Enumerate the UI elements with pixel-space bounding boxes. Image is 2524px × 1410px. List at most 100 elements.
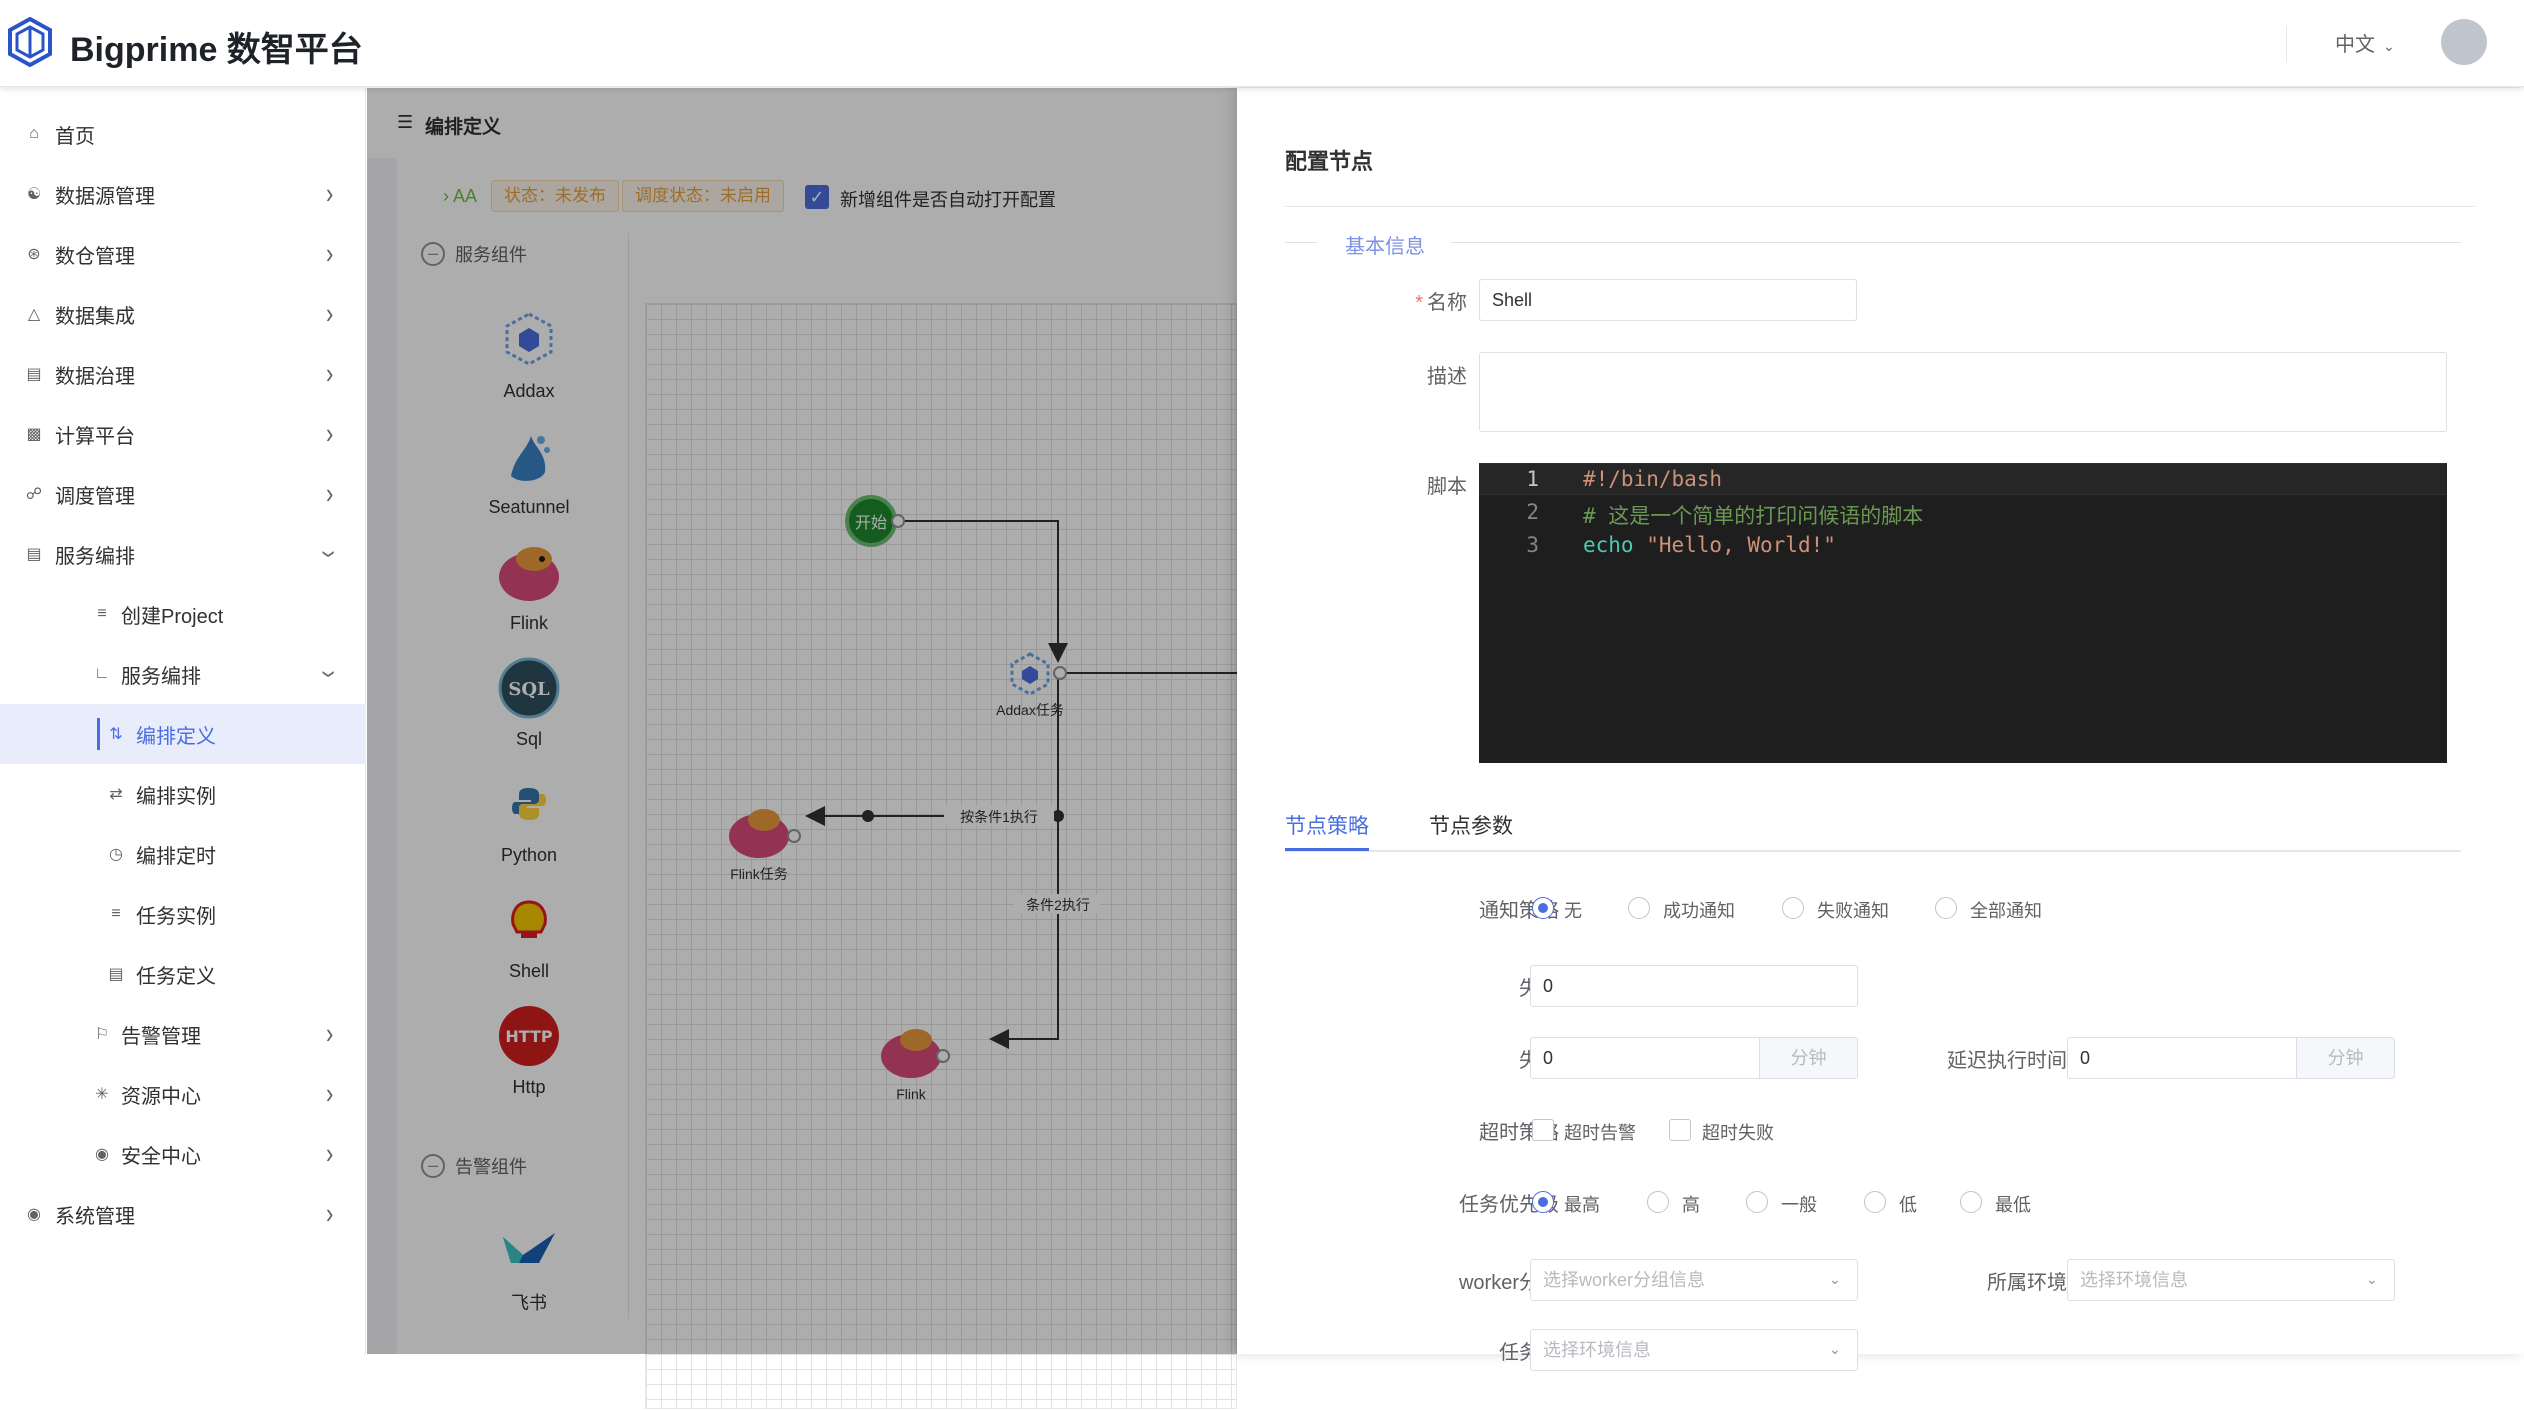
sidebar-item-warehouse[interactable]: ⊛ 数仓管理 › (0, 224, 366, 284)
sidebar-item-orchestration[interactable]: ▤ 服务编排 › (0, 524, 366, 584)
component-addax[interactable]: Addax (469, 305, 589, 415)
sidebar-item-orchestration-definition[interactable]: ⇅ 编排定义 (0, 704, 366, 764)
component-python[interactable]: Python (469, 769, 589, 879)
config-node-drawer: 配置节点 基本信息 *名称 Shell 描述 脚本 1 #!/bin/bash … (1237, 88, 2524, 1371)
sidebar-item-system[interactable]: ◉ 系统管理 › (0, 1184, 366, 1244)
sidebar-item-service-orchestration[interactable]: ∟ 服务编排 › (0, 644, 366, 704)
component-feishu[interactable]: 飞书 (469, 1213, 589, 1323)
sidebar-item-task-definition[interactable]: ▤ 任务定义 (0, 944, 366, 1004)
sidebar-item-label: 服务编排 (121, 665, 201, 688)
worker-group-select[interactable]: 选择worker分组信息 (1530, 1259, 1858, 1301)
addax-node[interactable]: Addax任务 (996, 652, 1067, 718)
sidebar-item-label: 编排实例 (136, 785, 216, 808)
delay-unit: 分钟 (2296, 1037, 2395, 1079)
priority-highest-radio[interactable] (1532, 1191, 1554, 1213)
notify-failure-radio[interactable] (1782, 897, 1804, 919)
flink-node[interactable]: Flink (881, 1029, 950, 1102)
priority-high-radio[interactable] (1647, 1191, 1669, 1213)
orchestration-icon: ▤ (26, 546, 42, 563)
sidebar-item-label: 创建Project (121, 605, 224, 628)
sidebar-item-label: 数仓管理 (55, 245, 135, 268)
sidebar-item-task-instance[interactable]: ≡ 任务实例 (0, 884, 366, 944)
sidebar-item-security[interactable]: ◉ 安全中心 › (0, 1124, 366, 1184)
sidebar-item-orchestration-timer[interactable]: ◷ 编排定时 (0, 824, 366, 884)
dag-graph: 开始 Addax任务 Flink任务 (729, 495, 1238, 1102)
delay-input[interactable]: 0 (2067, 1037, 2297, 1079)
radio-label: 失败通知 (1817, 901, 1889, 921)
timeout-fail-checkbox[interactable] (1669, 1119, 1691, 1141)
sidebar-item-label: 首页 (55, 125, 95, 148)
orchestration-canvas[interactable]: 开始 Addax任务 Flink任务 (645, 303, 1238, 1409)
priority-normal-radio[interactable] (1746, 1191, 1768, 1213)
project-name: AA (453, 186, 478, 206)
sidebar-item-orchestration-instance[interactable]: ⇄ 编排实例 (0, 764, 366, 824)
component-shell[interactable]: Shell (469, 885, 589, 995)
notify-none-radio[interactable] (1532, 897, 1554, 919)
priority-low-radio[interactable] (1864, 1191, 1886, 1213)
seatunnel-icon (511, 436, 550, 481)
name-input[interactable]: Shell (1479, 279, 1857, 321)
active-indicator (97, 718, 100, 750)
modal-overlay[interactable] (367, 88, 1237, 1354)
chevron-right-icon: › (326, 1137, 334, 1170)
sidebar-item-label: 数据源管理 (55, 185, 155, 208)
sql-icon: SQL (498, 657, 560, 719)
edge-label-condition1: 按条件1执行 (960, 809, 1038, 825)
addax-icon (505, 312, 553, 366)
sidebar-item-label: 服务编排 (55, 545, 135, 568)
component-flink[interactable]: Flink (469, 537, 589, 647)
environment-select[interactable]: 选择环境信息 (2067, 1259, 2395, 1301)
governance-icon: ▤ (26, 366, 42, 383)
schedule-status-tag: 调度状态：未启用 (622, 180, 784, 212)
language-switcher[interactable]: 中文⌄ (2335, 28, 2395, 57)
tab-node-params[interactable]: 节点参数 (1429, 815, 1513, 838)
chevron-down-icon: › (314, 550, 347, 558)
sidebar-item-schedule[interactable]: ☍ 调度管理 › (0, 464, 366, 524)
chevron-down-icon: ⌄ (2366, 1271, 2378, 1287)
auto-open-checkbox[interactable]: ✓ (805, 185, 829, 209)
notify-success-radio[interactable] (1628, 897, 1650, 919)
user-avatar[interactable] (2441, 19, 2487, 65)
sidebar-item-governance[interactable]: ▤ 数据治理 › (0, 344, 366, 404)
sidebar-item-compute[interactable]: ▩ 计算平台 › (0, 404, 366, 464)
script-editor[interactable]: 1 #!/bin/bash 2 # 这是一个简单的打印问候语的脚本 3 echo… (1479, 463, 2447, 763)
description-textarea[interactable] (1479, 352, 2447, 432)
sidebar-item-alert[interactable]: ⚐ 告警管理 › (0, 1004, 366, 1064)
flink-task-node[interactable]: Flink任务 (729, 809, 801, 882)
security-icon: ◉ (95, 1146, 109, 1163)
component-http[interactable]: HTTP Http (469, 1001, 589, 1111)
sidebar-item-label: 编排定义 (136, 725, 216, 748)
editor-line: 2 # 这是一个简单的打印问候语的脚本 (1526, 500, 1924, 528)
chevron-right-icon: › (326, 357, 334, 390)
sidebar-item-integration[interactable]: △ 数据集成 › (0, 284, 366, 344)
radio-label: 最高 (1564, 1195, 1600, 1215)
sidebar-item-home[interactable]: ⌂ 首页 (0, 104, 366, 164)
project-breadcrumb[interactable]: › AA (443, 186, 478, 206)
service-group-header[interactable]: – 服务组件 (421, 241, 527, 267)
sidebar-item-create-project[interactable]: ≡ 创建Project (0, 584, 366, 644)
sidebar-item-datasource[interactable]: ☯ 数据源管理 › (0, 164, 366, 224)
sidebar-item-label: 数据治理 (55, 365, 135, 388)
task-group-select[interactable]: 选择环境信息 (1530, 1329, 1858, 1371)
chevron-down-icon: › (314, 670, 347, 678)
retry-count-input[interactable]: 0 (1530, 965, 1858, 1007)
retry-interval-input[interactable]: 0 (1530, 1037, 1760, 1079)
priority-lowest-radio[interactable] (1960, 1191, 1982, 1213)
sidebar-item-resource[interactable]: ✳ 资源中心 › (0, 1064, 366, 1124)
menu-fold-icon[interactable]: ☰ (397, 112, 414, 132)
alert-group-header[interactable]: – 告警组件 (421, 1153, 527, 1179)
section-divider (1285, 242, 1317, 243)
sidebar-item-label: 系统管理 (55, 1205, 135, 1228)
component-sql[interactable]: SQL Sql (469, 653, 589, 763)
section-basic-info: 基本信息 (1345, 236, 1425, 258)
chart-icon: ∟ (94, 665, 110, 682)
tab-node-strategy[interactable]: 节点策略 (1285, 815, 1369, 838)
flag-icon: ⚐ (94, 1026, 110, 1043)
timeout-alert-checkbox[interactable] (1532, 1119, 1554, 1141)
http-icon: HTTP (499, 1006, 559, 1066)
tabs-divider (1285, 850, 2461, 852)
notify-all-radio[interactable] (1935, 897, 1957, 919)
component-seatunnel[interactable]: Seatunnel (469, 421, 589, 531)
flink-icon (499, 547, 559, 601)
sort-icon: ⇅ (109, 726, 123, 743)
